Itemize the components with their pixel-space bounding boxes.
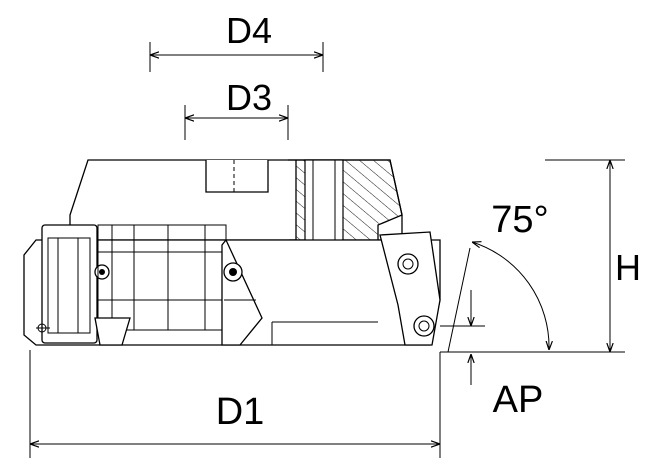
dimension-d3: D3	[184, 77, 289, 140]
label-d1: D1	[216, 391, 265, 433]
insert-pocket-middle	[94, 224, 227, 346]
label-d3: D3	[226, 77, 272, 118]
dimension-ap: AP	[440, 290, 543, 421]
label-h: H	[615, 247, 641, 288]
dimension-h: H	[545, 159, 641, 353]
dimension-d1: D1	[29, 350, 441, 458]
insert-right	[379, 231, 441, 346]
dimension-d4: D4	[149, 10, 324, 72]
label-angle: 75°	[491, 199, 548, 241]
label-d4: D4	[226, 10, 272, 51]
dimension-angle: 75°	[440, 199, 560, 353]
label-ap: AP	[493, 379, 544, 421]
insert-center	[221, 238, 263, 346]
